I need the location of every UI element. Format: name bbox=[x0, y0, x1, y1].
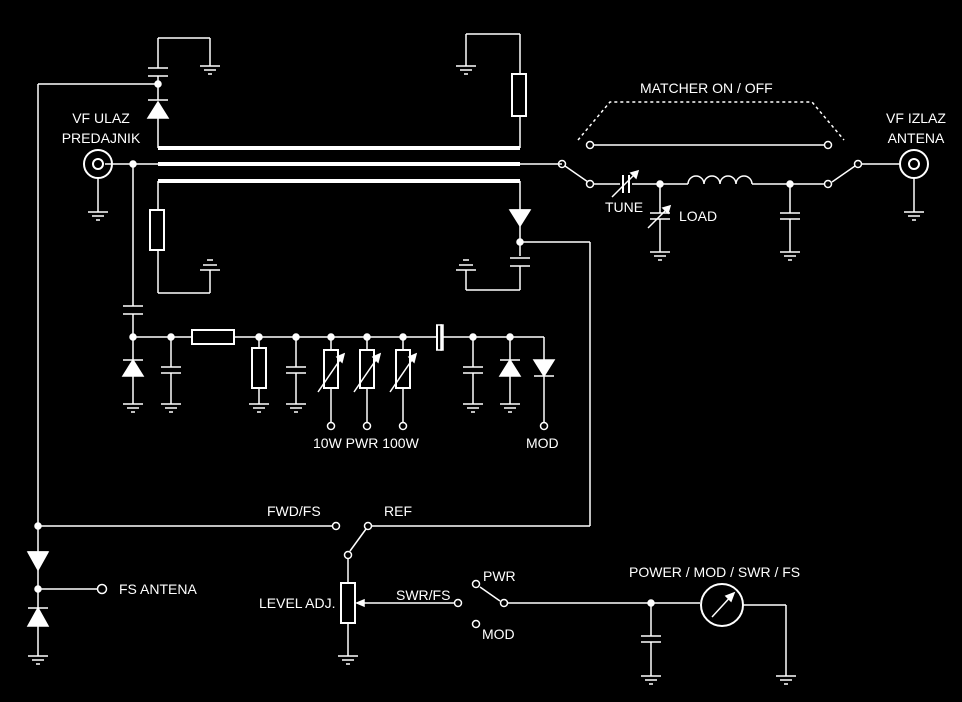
ref-label: REF bbox=[384, 503, 412, 519]
coupler-lines bbox=[129, 146, 562, 183]
level-adj-label: LEVEL ADJ. bbox=[259, 595, 336, 611]
forward-sample bbox=[37, 37, 221, 526]
load-label: LOAD bbox=[679, 208, 718, 224]
fs-antena-label: FS ANTENA bbox=[119, 581, 197, 597]
detector-circuit bbox=[121, 164, 556, 431]
fs-antenna-detector bbox=[26, 522, 332, 665]
pot-100w bbox=[389, 333, 418, 431]
swr-fs-label: SWR/FS bbox=[396, 587, 451, 603]
matcher-section bbox=[557, 101, 900, 261]
fwd-fs-label: FWD/FS bbox=[267, 503, 321, 519]
reflected-sample bbox=[372, 181, 591, 527]
vf-input-label: VF ULAZ PREDAJNIK bbox=[61, 110, 141, 146]
input-connector bbox=[83, 149, 133, 221]
vf-output-label: VF IZLAZ ANTENA bbox=[886, 110, 946, 146]
pwr-range-label: 10W PWR 100W bbox=[313, 435, 419, 451]
output-connector bbox=[899, 149, 929, 221]
tune-label: TUNE bbox=[605, 199, 644, 215]
mod-output-label: MOD bbox=[526, 435, 559, 451]
pwr-label: PWR bbox=[483, 568, 516, 584]
meter-label: POWER / MOD / SWR / FS bbox=[629, 564, 801, 580]
pot-10w bbox=[317, 333, 346, 431]
level-selector bbox=[331, 521, 797, 685]
terminator-top-right bbox=[455, 33, 527, 148]
mod-switch-label: MOD bbox=[482, 626, 515, 642]
terminator-bottom-left bbox=[149, 181, 220, 294]
pot-pwr bbox=[353, 333, 382, 431]
meter-cap bbox=[436, 324, 544, 351]
matcher-label: MATCHER ON / OFF bbox=[640, 80, 773, 96]
